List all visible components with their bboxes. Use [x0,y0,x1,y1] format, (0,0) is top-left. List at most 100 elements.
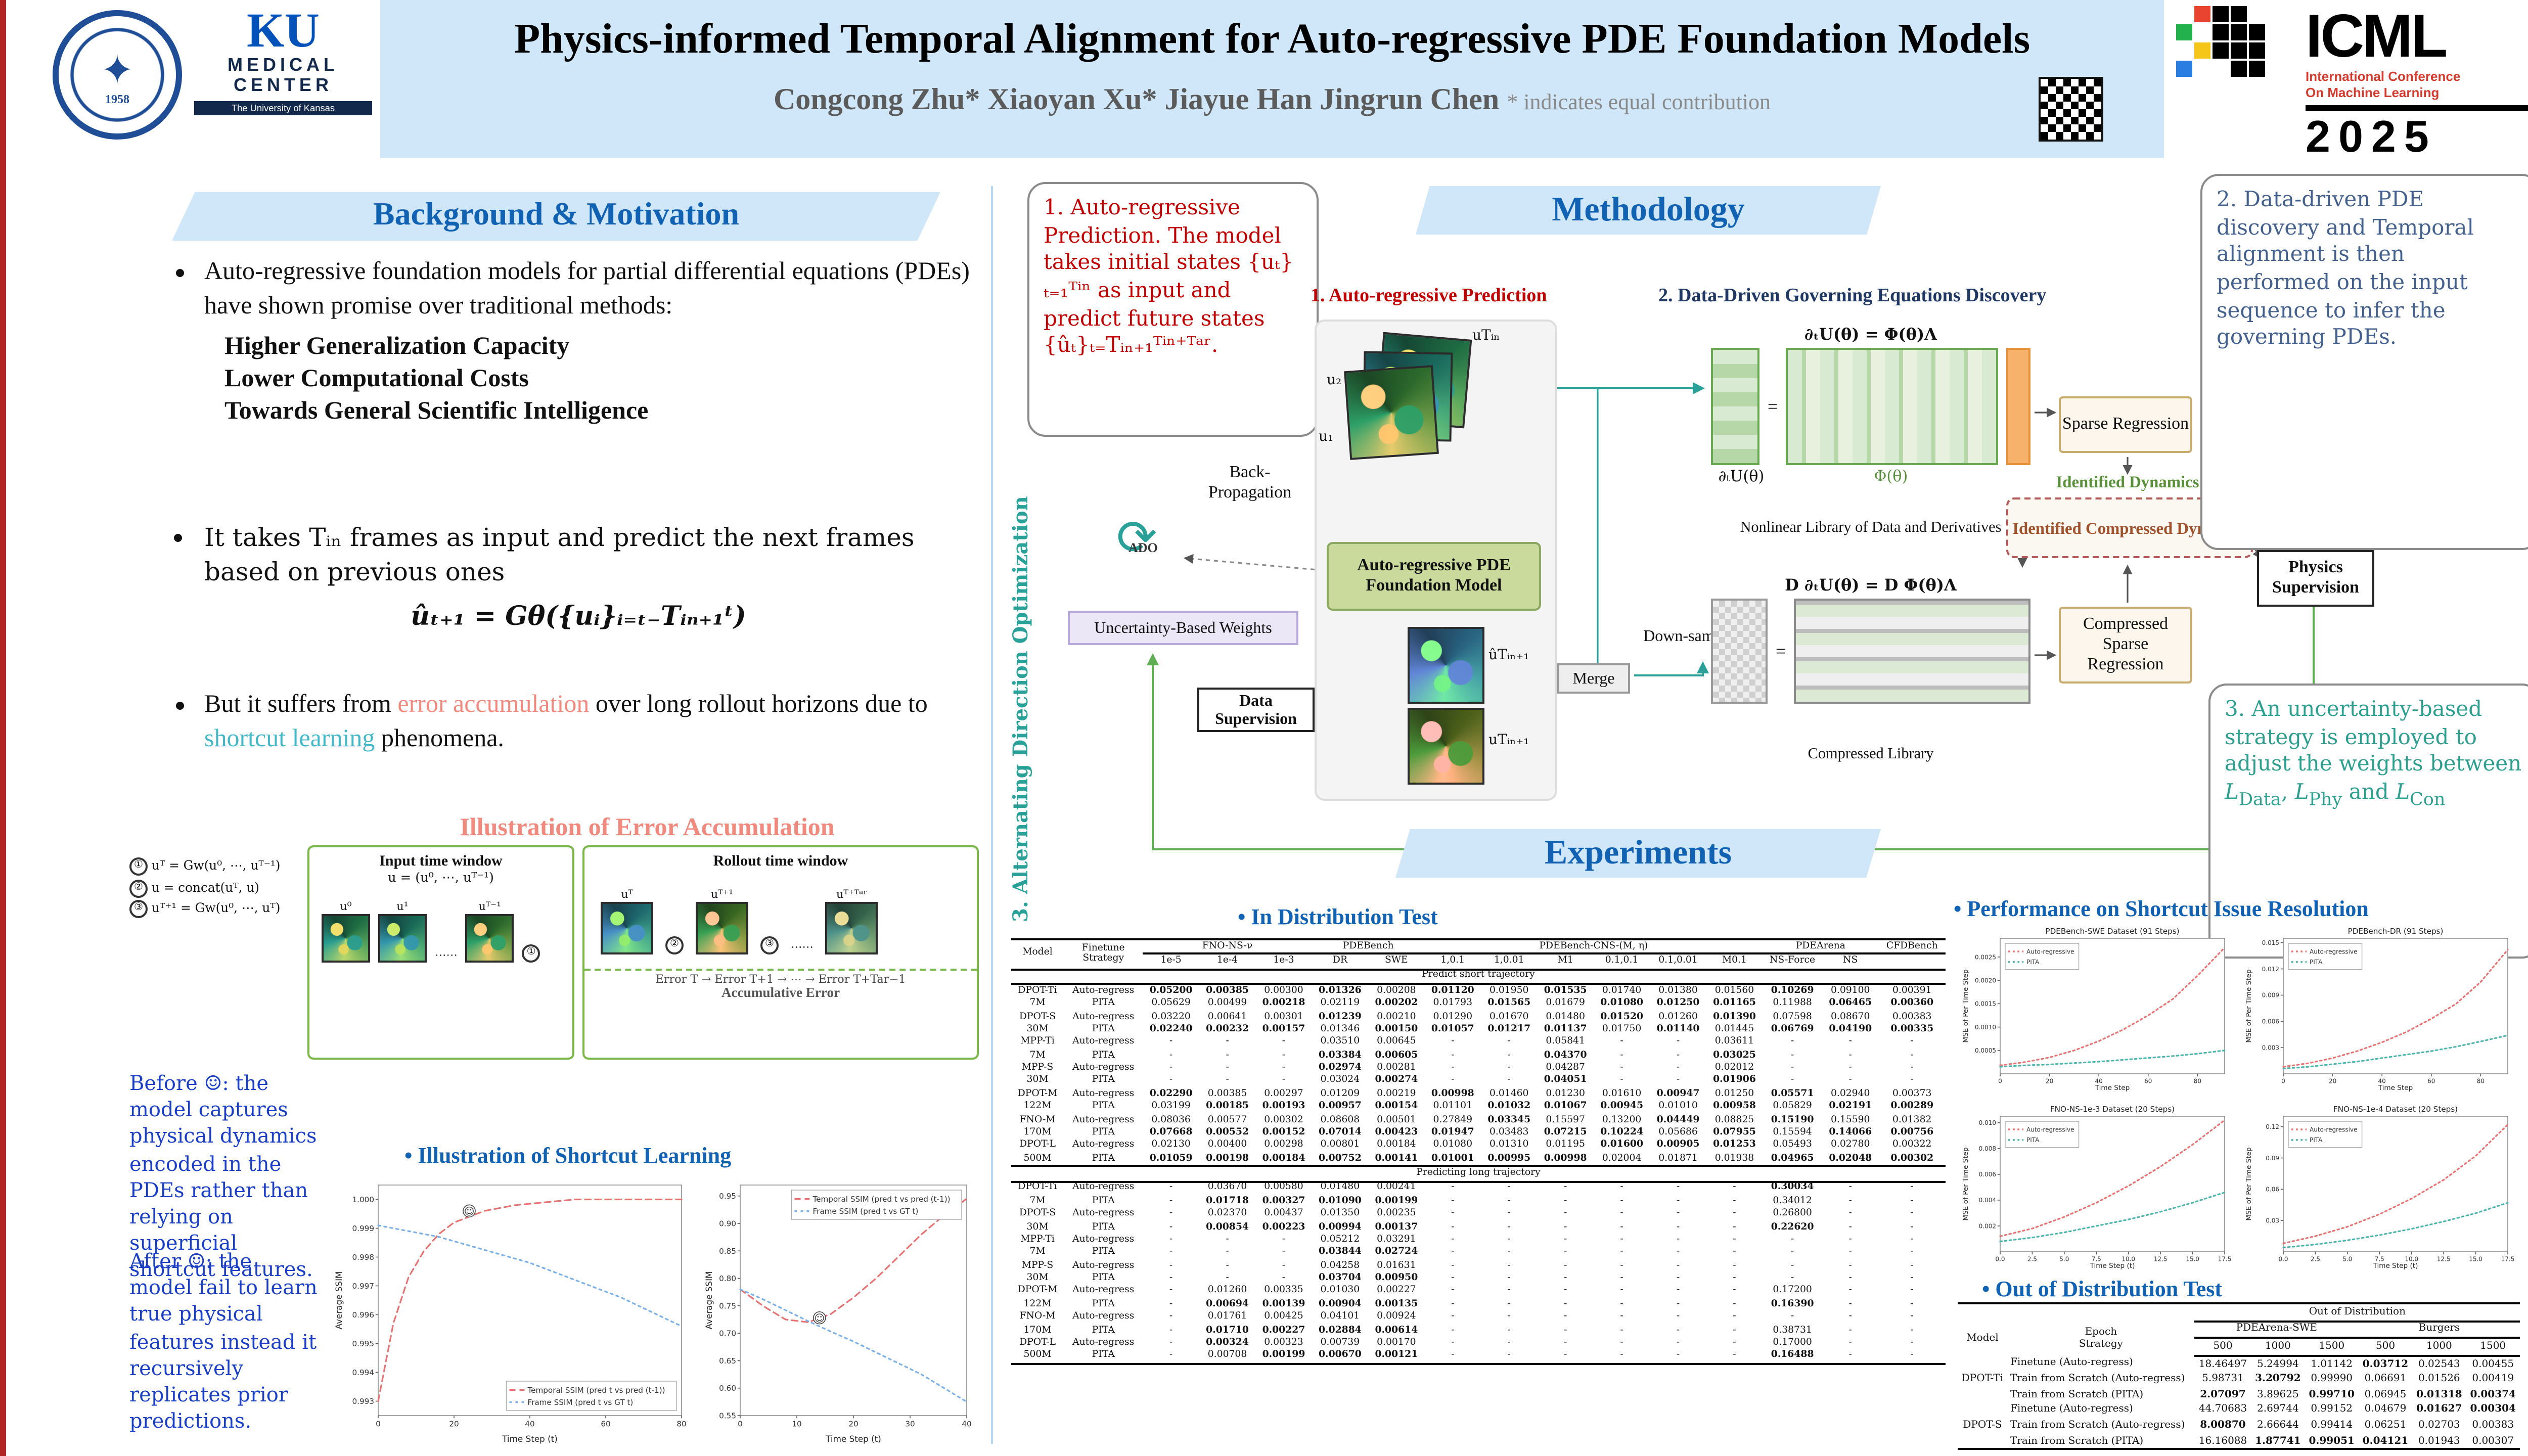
cell-value: 0.01380 [1658,986,1698,997]
cell-value: 0.02543 [2418,1358,2460,1371]
series-PITA [2282,1034,2509,1070]
y-tick-label: 0.006 [1979,1171,1996,1178]
cell-value: 0.01165 [1713,999,1756,1010]
cell-value: - [1620,1351,1623,1362]
frame-u1: u¹ [378,902,427,963]
cell-value: - [1620,1326,1623,1336]
cell-value: 0.00157 [1262,1025,1305,1035]
error-accumulation-heading: Illustration of Error Accumulation [460,813,835,841]
cell-value: 0.05686 [1658,1128,1698,1139]
cell-value: 0.14066 [1829,1128,1872,1139]
cell-value: 0.01526 [2418,1373,2460,1386]
dtU-strip [1711,348,1759,465]
cell-value: 0.00360 [1890,999,1934,1010]
cell-strategy: Auto-regress [1072,1261,1135,1271]
nonlinear-library-caption: Nonlinear Library of Data and Derivative… [1740,518,2002,536]
sub-bullet-3: Towards General Scientific Intelligence [224,397,649,425]
x-tick-label: 20 [848,1420,858,1429]
x-tick-label: 20 [449,1420,459,1429]
cell-value: - [1507,1248,1511,1259]
eq-1: ① uᵀ = Gw(u⁰, ⋯, uᵀ⁻¹) [129,857,307,879]
cell-value: - [1733,1287,1736,1297]
cell-value: - [1910,1235,1914,1246]
cell-value: 0.01627 [2416,1404,2462,1417]
cell-value: 0.04121 [2362,1435,2409,1447]
cell-value: 1.01142 [2311,1358,2353,1371]
cell-value: - [1733,1312,1736,1323]
x-tick-label: 80 [2194,1077,2201,1084]
x-tick-label: 0.0 [2278,1255,2288,1262]
cell-value: - [1790,1038,1794,1049]
cell-value: 0.01080 [1600,999,1643,1010]
cell-value: 0.04679 [2364,1404,2407,1417]
foundation-model-box: Auto-regressive PDE Foundation Model [1327,542,1541,611]
cell-value: 0.04051 [1544,1076,1587,1087]
cell-value: 0.00425 [1264,1312,1303,1323]
cell-value: - [1226,1261,1229,1271]
cell-value: 0.00958 [1713,1102,1756,1113]
y-tick-label: 0.75 [719,1301,736,1310]
y-tick-label: 0.06 [2266,1186,2279,1193]
cell-value: 0.04449 [1656,1115,1700,1126]
cell-value: 0.02290 [1149,1089,1193,1100]
compressed-library-caption: Compressed Library [1808,744,1934,762]
rollout-time-window: Rollout time window uᵀ ② uᵀ⁺¹ ③ ⋯⋯ uᵀ⁺ᵀᵃ… [582,845,979,1060]
cell-value: - [1451,1235,1455,1246]
cell-model: 30M [1026,1025,1049,1035]
cell-value: 0.01253 [1713,1141,1756,1152]
cell-value: 0.00185 [1206,1102,1249,1113]
cell-value: - [1910,1064,1914,1074]
cell-value: 0.00423 [1375,1128,1418,1139]
matrix1-equation: ∂ₜU(θ) = Φ(θ)Λ [1804,324,1937,344]
cell-value: - [1733,1248,1736,1259]
cell-value: - [1620,1076,1623,1087]
frame-dots: ⋯⋯ [435,950,458,963]
cell-value: - [1282,1076,1286,1087]
y-tick-label: 0.002 [1979,1222,1996,1230]
cell-model: DPOT-L [1019,1338,1056,1349]
cell-value: - [1848,1235,1852,1246]
cell-value: 0.01906 [1713,1076,1756,1087]
cell-strategy: Auto-regress [1072,1089,1135,1100]
cell-value: - [1676,1312,1680,1323]
cell-value: 0.09100 [1830,986,1870,997]
series-Temporal SSIM (pred t vs pred (t-1)) [377,1198,683,1402]
cell-value: 0.06691 [2364,1373,2407,1386]
cell-value: - [1848,1274,1852,1285]
x-tick-label: 0 [738,1420,743,1429]
cell-value: - [1790,1076,1794,1087]
x-axis-label: Time Step (t) [2373,1262,2418,1270]
icml-pixel-black [2231,42,2247,59]
cell-value: 0.00121 [1375,1351,1418,1362]
legend-box [2005,943,2080,970]
cell-value: - [1282,1261,1286,1271]
cell-value: 0.15190 [1771,1115,1814,1126]
cell-strategy: Train from Scratch (PITA) [2010,1435,2144,1447]
cell-value: 0.03024 [1320,1076,1360,1087]
cell-value: - [1563,1209,1567,1220]
cell-strategy: PITA [1092,1222,1115,1233]
cell-value: 0.05841 [1546,1038,1585,1049]
icml-pixel-yellow [2194,42,2210,59]
cell-model: MPP-Ti [1020,1038,1055,1049]
x-axis-label: Time Step (t) [2090,1262,2135,1270]
y-tick-label: 0.0010 [1975,1024,1996,1031]
cell-value: 0.05493 [1773,1141,1812,1152]
cell-value: - [1451,1312,1455,1323]
cell-model: 30M [1026,1274,1049,1285]
y-axis-label: MSE of Per Time Step [2245,1147,2253,1220]
equal-contribution-note: * indicates equal contribution [1507,91,1771,115]
series-Auto-regressive [1999,1119,2226,1237]
cell-value: - [1563,1300,1567,1310]
legend-label: Temporal SSIM (pred t vs pred (t-1)) [812,1195,950,1204]
cell-value: 0.00614 [1375,1326,1418,1336]
cell-value: 0.00499 [1207,999,1247,1010]
x-tick-label: 17.5 [2501,1255,2515,1262]
cell-value: - [1733,1300,1736,1310]
